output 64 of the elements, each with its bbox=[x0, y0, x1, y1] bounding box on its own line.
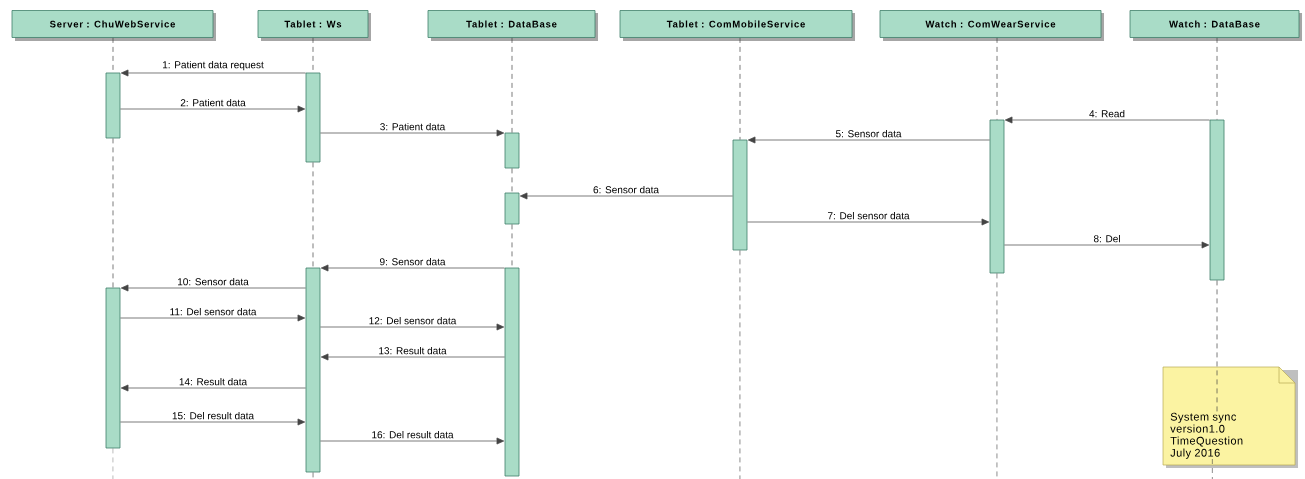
message-label: 13: Result data bbox=[379, 346, 447, 355]
activation-bar bbox=[305, 72, 321, 163]
message-arrow bbox=[120, 284, 306, 292]
message-arrow bbox=[320, 353, 505, 361]
lifeline-header: Tablet : DataBase bbox=[427, 10, 598, 41]
lifeline bbox=[996, 37, 998, 120]
message-label: 12: Del sensor data bbox=[369, 316, 457, 325]
message-label: 7: Del sensor data bbox=[828, 211, 910, 220]
lifeline-header: Tablet : ComMobileService bbox=[619, 10, 855, 41]
message-label: 10: Sensor data bbox=[178, 277, 249, 286]
activation-bar bbox=[105, 287, 121, 449]
lifeline bbox=[511, 224, 513, 268]
message-label: 15: Del result data bbox=[172, 411, 255, 420]
activation-bar bbox=[105, 72, 121, 139]
message-label: 14: Result data bbox=[179, 377, 248, 386]
lifeline-header: Watch : DataBase bbox=[1129, 10, 1302, 41]
message-label: 2: Patient data bbox=[180, 98, 246, 107]
lifeline bbox=[112, 138, 114, 288]
activation-bar bbox=[504, 267, 520, 477]
lifeline bbox=[1216, 37, 1218, 120]
message-label: 9: Sensor data bbox=[380, 257, 446, 266]
lifeline bbox=[1216, 280, 1218, 413]
message-arrow bbox=[747, 218, 990, 226]
lifeline bbox=[312, 162, 314, 268]
message-label: 11: Del sensor data bbox=[170, 307, 257, 316]
lifeline bbox=[511, 168, 513, 193]
activation-bar bbox=[732, 139, 748, 251]
activation-bar bbox=[1209, 119, 1225, 281]
message-arrow bbox=[120, 418, 306, 426]
message-label: 6: Sensor data bbox=[593, 185, 659, 194]
lifeline bbox=[1211, 458, 1213, 479]
activation-bar bbox=[989, 119, 1005, 274]
lifeline bbox=[112, 37, 114, 73]
message-arrow bbox=[1004, 116, 1210, 124]
lifeline bbox=[312, 472, 314, 479]
lifeline bbox=[996, 273, 998, 479]
lifeline bbox=[312, 37, 314, 73]
message-arrow bbox=[120, 69, 306, 77]
activation-bar bbox=[504, 132, 520, 169]
lifeline bbox=[739, 250, 741, 479]
message-arrow bbox=[120, 384, 306, 392]
message-label: 8: Del bbox=[1093, 234, 1120, 243]
message-arrow bbox=[320, 437, 505, 445]
lifeline-header: Watch : ComWearService bbox=[879, 10, 1104, 41]
note: System sync version1.0 TimeQuestion July 2016 bbox=[1162, 366, 1298, 468]
lifeline bbox=[511, 37, 513, 133]
message-label: 16: Del result data bbox=[372, 430, 454, 439]
message-arrow bbox=[747, 136, 990, 144]
message-label: 4: Read bbox=[1089, 109, 1125, 118]
lifeline-header: Tablet : Ws bbox=[257, 10, 371, 41]
message-label: 5: Sensor data bbox=[835, 129, 902, 138]
activation-bar bbox=[305, 267, 321, 473]
lifeline-header: Server : ChuWebService bbox=[11, 10, 216, 41]
activation-bar bbox=[504, 192, 520, 225]
message-label: 3: Patient data bbox=[380, 122, 446, 131]
message-arrow bbox=[320, 129, 505, 137]
message-arrow bbox=[519, 192, 733, 200]
message-arrow bbox=[320, 264, 505, 272]
message-label: 1: Patient data request bbox=[163, 61, 264, 71]
message-arrow bbox=[120, 314, 306, 322]
message-arrow bbox=[120, 105, 306, 113]
message-arrow bbox=[1004, 241, 1210, 249]
message-arrow bbox=[320, 323, 505, 331]
lifeline bbox=[739, 37, 741, 140]
